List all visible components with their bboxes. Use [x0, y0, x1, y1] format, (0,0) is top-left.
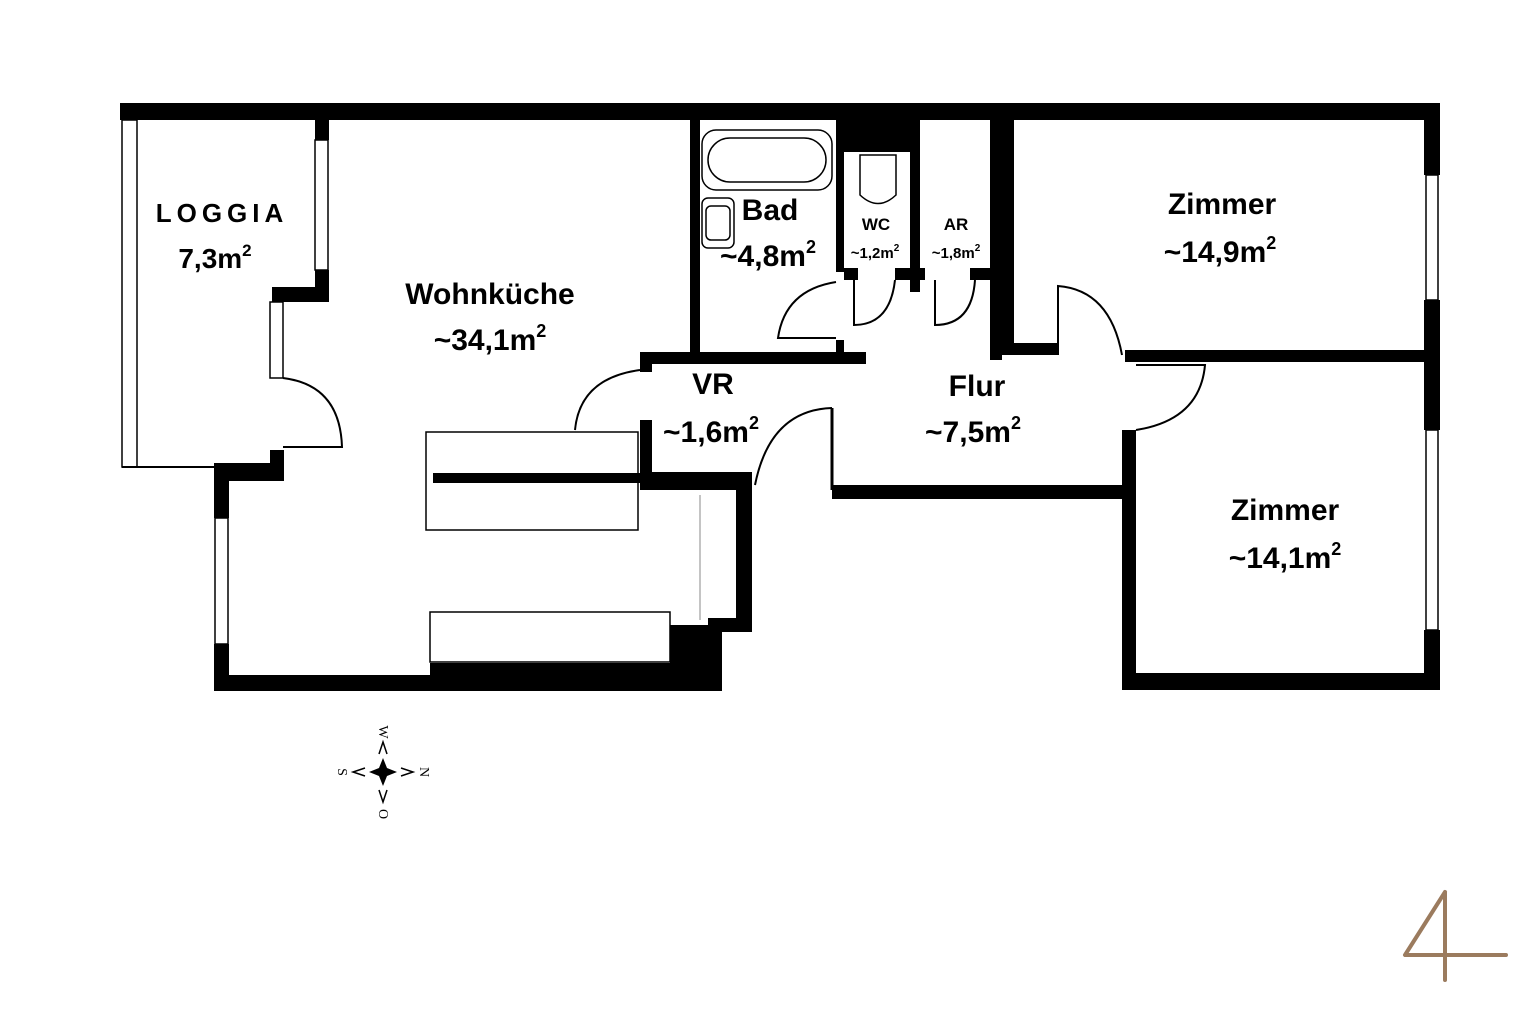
- bathtub-inner: [707, 137, 827, 183]
- svg-text:~1,6m2: ~1,6m2: [663, 413, 759, 449]
- svg-text:~4,8m2: ~4,8m2: [720, 237, 816, 273]
- room-area: ~1,6m: [663, 416, 749, 449]
- room-name: Wohnküche: [405, 278, 574, 311]
- brand-logo: [1403, 890, 1508, 982]
- room-name: AR: [944, 215, 969, 234]
- room-label-loggia: LOGGIA 7,3m2: [156, 198, 289, 274]
- room-area: 7,3m: [178, 243, 242, 274]
- room-label-vr: VR ~1,6m2: [663, 368, 759, 449]
- svg-text:~14,9m2: ~14,9m2: [1164, 233, 1277, 269]
- sink-inner: [705, 205, 731, 241]
- svg-text:~34,1m2: ~34,1m2: [434, 321, 547, 357]
- kitchen-counter-bottom: [429, 611, 671, 663]
- walls: [120, 103, 1440, 691]
- room-label-wohnkueche: Wohnküche ~34,1m2: [405, 278, 574, 357]
- room-name: Bad: [742, 194, 799, 227]
- compass-south: S: [334, 768, 349, 776]
- room-area: ~34,1m: [434, 324, 537, 357]
- svg-text:~14,1m2: ~14,1m2: [1229, 539, 1342, 575]
- room-label-flur: Flur ~7,5m2: [925, 370, 1021, 449]
- compass-west: W: [375, 725, 390, 739]
- doors: [282, 279, 1207, 486]
- room-name: Zimmer: [1231, 494, 1340, 527]
- svg-text:~1,8m2: ~1,8m2: [932, 243, 981, 262]
- svg-text:~1,2m2: ~1,2m2: [851, 243, 900, 262]
- room-area: ~14,9m: [1164, 236, 1267, 269]
- room-name: LOGGIA: [156, 198, 289, 228]
- room-area: ~7,5m: [925, 416, 1011, 449]
- room-area: ~4,8m: [720, 240, 806, 273]
- compass-east: O: [375, 809, 390, 819]
- room-label-zimmer-2: Zimmer ~14,1m2: [1229, 494, 1342, 575]
- compass-icon: W O S N: [334, 725, 431, 819]
- room-area: ~1,8m: [932, 245, 975, 262]
- furniture: [425, 129, 897, 663]
- svg-text:7,3m2: 7,3m2: [178, 241, 251, 274]
- toilet: [859, 154, 897, 205]
- room-label-zimmer-1: Zimmer ~14,9m2: [1164, 188, 1277, 269]
- room-name: WC: [862, 215, 890, 234]
- room-name: Flur: [949, 370, 1006, 403]
- svg-text:~7,5m2: ~7,5m2: [925, 413, 1021, 449]
- room-label-wc: WC ~1,2m2: [851, 215, 900, 262]
- room-area: ~1,2m: [851, 245, 894, 262]
- compass-north: N: [416, 767, 431, 777]
- room-area: ~14,1m: [1229, 542, 1332, 575]
- room-name: VR: [692, 368, 734, 401]
- room-label-ar: AR ~1,8m2: [932, 215, 981, 262]
- room-label-bad: Bad ~4,8m2: [720, 194, 816, 273]
- room-name: Zimmer: [1168, 188, 1277, 221]
